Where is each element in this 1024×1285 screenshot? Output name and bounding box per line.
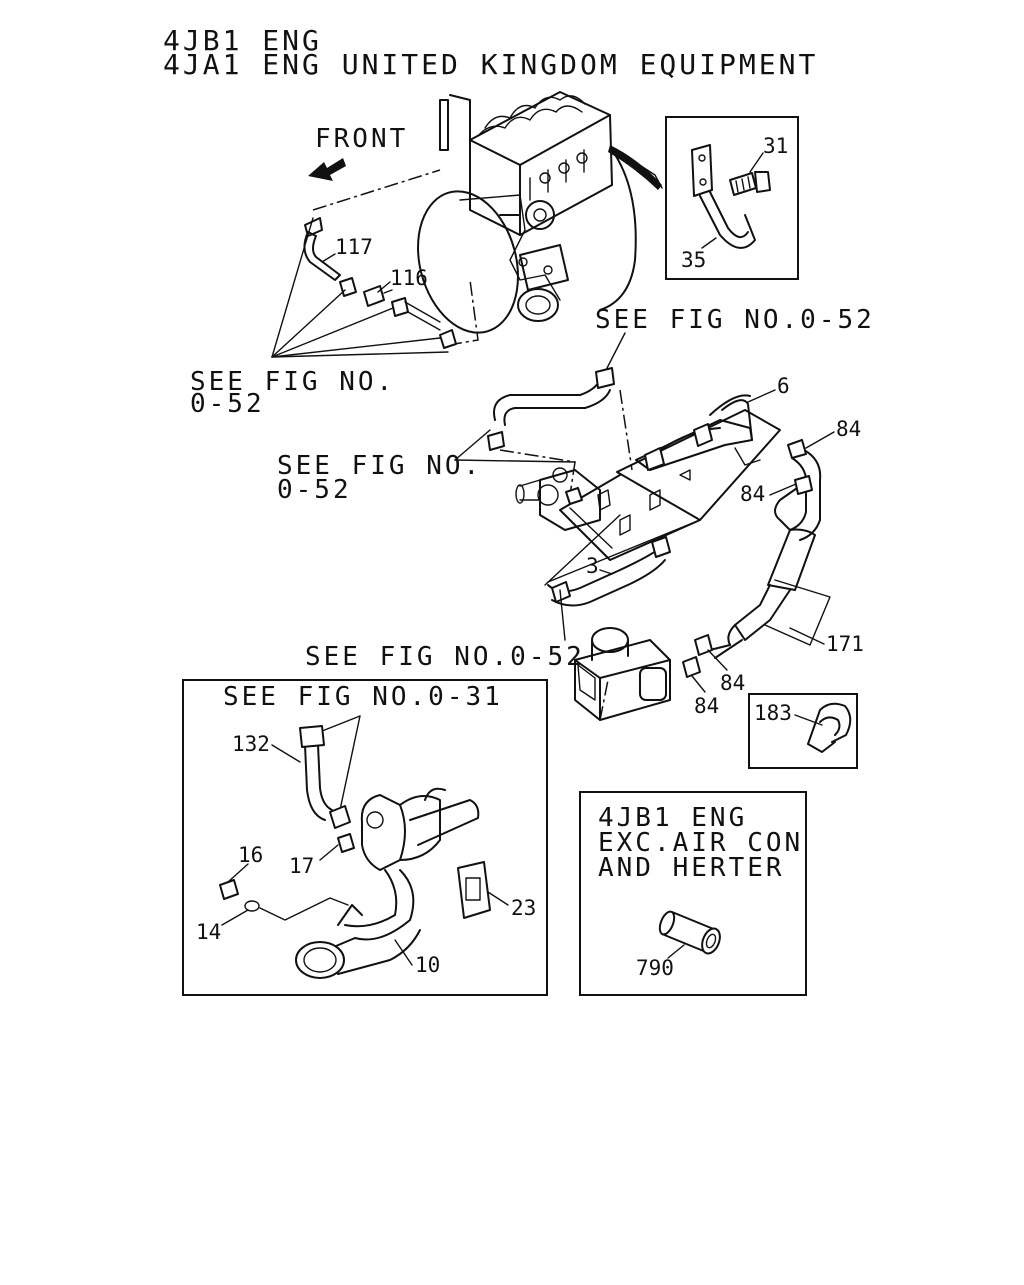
engine-block-illustration [417, 91, 663, 334]
leader-line [312, 169, 441, 211]
heater-hose-assembly [487, 367, 822, 721]
callout-23: 23 [511, 896, 536, 920]
callout-183: 183 [754, 701, 792, 725]
callout-84-b: 84 [740, 482, 765, 506]
view-pointer-icon [608, 145, 662, 190]
inset-bracket-box [665, 116, 799, 280]
callout-31: 31 [763, 134, 788, 158]
callout-790: 790 [636, 956, 674, 980]
inset-clip-box [748, 693, 858, 769]
callout-84-c: 84 [720, 671, 745, 695]
reference-leader-fan [271, 217, 449, 358]
callout-84-a: 84 [836, 417, 861, 441]
hose-117-illustration [303, 217, 457, 349]
inset-variant-box [579, 791, 807, 996]
hose-790-illustration [658, 910, 721, 955]
callout-117: 117 [335, 235, 373, 259]
reference-center: SEE FIG NO.0-52 [305, 642, 585, 672]
clip-183-illustration [807, 702, 852, 753]
callout-171: 171 [826, 632, 864, 656]
reference-upper-right: SEE FIG NO.0-52 [595, 305, 875, 335]
callout-116: 116 [390, 266, 428, 290]
callout-132: 132 [232, 732, 270, 756]
inset-thermostat-box [182, 679, 548, 996]
reference-inset-box: SEE FIG NO.0-31 [223, 682, 503, 712]
callout-84-d: 84 [694, 694, 719, 718]
reference-left-mid-line2: 0-52 [277, 475, 352, 505]
variant-note-line1: 4JB1 ENG [598, 803, 747, 833]
leader-line [447, 279, 479, 346]
variant-note-line3: AND HERTER [598, 853, 785, 883]
title-line-1: 4JB1 ENG [163, 24, 322, 57]
callout-35: 35 [681, 248, 706, 272]
reference-left-mid-line1: SEE FIG NO. [277, 451, 482, 481]
bracket-clip-illustration [691, 144, 771, 249]
callout-3: 3 [586, 554, 599, 578]
thermostat-housing-illustration [219, 725, 491, 979]
callout-16: 16 [238, 843, 263, 867]
callout-14: 14 [196, 920, 221, 944]
front-arrow-icon [308, 158, 346, 181]
callout-17: 17 [289, 854, 314, 878]
callout-6: 6 [777, 374, 790, 398]
front-label: FRONT [315, 124, 408, 154]
variant-note-line2: EXC.AIR CON [598, 828, 803, 858]
reference-left-top-line1: SEE FIG NO. [190, 367, 395, 397]
callout-10: 10 [415, 953, 440, 977]
reference-left-top-line2: 0-52 [190, 389, 265, 419]
title-line-2: 4JA1 ENG UNITED KINGDOM EQUIPMENT [163, 48, 818, 81]
